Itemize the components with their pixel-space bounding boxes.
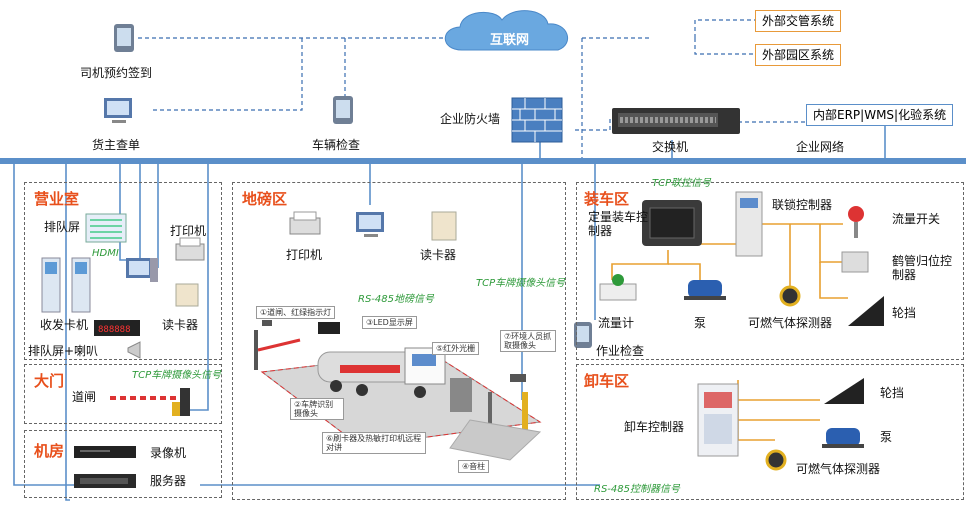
card-machine-shape: [41, 257, 91, 313]
unload-rs485-label: RS-485控制器信号: [594, 484, 680, 495]
weighbridge-card-reader-label: 读卡器: [420, 248, 457, 262]
unload-pump-label: 泵: [880, 430, 893, 444]
flowmeter-label: 流量计: [598, 316, 635, 330]
vehicle-check-label: 车辆检查: [312, 138, 361, 152]
loading-controller-shape: [642, 200, 702, 246]
crane-controller-shape: [841, 251, 869, 273]
gate-signal-label: TCP车牌摄像头信号: [132, 370, 222, 381]
computer-icons: [104, 98, 384, 282]
queue-speaker-label: 排队屏+喇叭: [28, 344, 99, 358]
business-card-reader-label: 读卡器: [162, 318, 199, 332]
internet-cloud-shape: [444, 10, 569, 51]
server-label: 服务器: [150, 474, 187, 488]
queue-screen-label: 排队屏: [44, 220, 81, 234]
internet-cloud-label: 互联网: [490, 33, 530, 48]
work-check-label: 作业检查: [596, 344, 645, 358]
firewall-shape: [511, 97, 563, 143]
unloading-area: [576, 364, 964, 500]
unloading-title: 卸车区: [584, 372, 630, 390]
card-machine-label: 收发卡机: [40, 318, 89, 332]
business-printer-label: 打印机: [170, 224, 207, 238]
recorder-shape: [74, 446, 136, 458]
card-reader-shapes: [175, 211, 457, 307]
wheel-chock-shape: [824, 296, 884, 404]
server-shape: [74, 474, 136, 488]
interlock-label: 联锁控制器: [772, 198, 833, 212]
flow-switch-shape: [848, 206, 864, 238]
unload-gas-label: 可燃气体探测器: [796, 462, 881, 476]
recorder-label: 录像机: [150, 446, 187, 460]
weighbridge-tcp-label: TCP车牌摄像头信号: [476, 278, 566, 289]
flowmeter-shape: [599, 274, 637, 301]
loading-controller-label: 定量装车控制器: [588, 210, 649, 238]
business-room-title: 营业室: [34, 190, 80, 208]
callout-4: ④音柱: [458, 460, 490, 473]
driver-checkin-label: 司机预约签到: [80, 66, 153, 80]
erp-system: 内部ERP|WMS|化验系统: [806, 104, 954, 126]
weighbridge-title: 地磅区: [242, 190, 288, 208]
callout-7: ⑦环境人员抓取摄像头: [500, 330, 556, 352]
callout-2: ②车牌识别摄像头: [290, 398, 344, 420]
svg-text:888888: 888888: [98, 325, 131, 335]
queue-screen-shape: [85, 213, 127, 243]
gate-barrier-shape: [110, 388, 190, 416]
business-room-area: [24, 182, 222, 360]
weighbridge-printer-label: 打印机: [286, 248, 323, 262]
external-park-system: 外部园区系统: [755, 44, 842, 66]
gas-detector-shape: [765, 285, 801, 471]
printer-shapes: [175, 211, 321, 261]
owner-query-label: 货主查单: [92, 138, 141, 152]
callout-6: ⑥刷卡器及热敏打印机远程对讲: [322, 432, 426, 454]
crane-controller-label: 鹤管归位控制器: [892, 254, 953, 282]
callout-5: ⑤红外光栅: [432, 342, 480, 355]
unload-controller-shape: [697, 383, 739, 457]
machine-room-title: 机房: [34, 442, 65, 460]
callout-3: ③LED显示屏: [362, 316, 417, 329]
loading-pump-label: 泵: [694, 316, 707, 330]
machine-room-area: [24, 430, 222, 498]
loading-gas-label: 可燃气体探测器: [748, 316, 833, 330]
led-screen-shape: 888888: [94, 320, 141, 359]
switch-shape: [612, 108, 740, 134]
unload-controller-label: 卸车控制器: [624, 420, 685, 434]
loading-wheel-label: 轮挡: [892, 306, 917, 320]
loading-signal-label: TCP联控信号: [652, 178, 712, 189]
enterprise-network-bus: [0, 158, 966, 164]
firewall-label: 企业防火墙: [440, 112, 501, 126]
gate-area: [24, 364, 222, 424]
weighbridge-scene: [254, 320, 542, 461]
gate-title: 大门: [34, 372, 65, 390]
callout-1: ①道闸、红绿指示灯: [256, 306, 336, 319]
phone-icons: [114, 24, 592, 348]
pump-shape: [684, 280, 864, 448]
enterprise-network-label: 企业网络: [796, 140, 845, 154]
switch-label: 交换机: [652, 140, 689, 154]
external-traffic-system: 外部交管系统: [755, 10, 842, 32]
weighbridge-rs485-label: RS-485地磅信号: [358, 294, 434, 305]
unload-wheel-label: 轮挡: [880, 386, 905, 400]
loading-area: [576, 182, 964, 360]
interlock-cabinet-shape: [735, 191, 763, 257]
barrier-label: 道闸: [72, 390, 97, 404]
loading-title: 装车区: [584, 190, 630, 208]
flow-switch-label: 流量开关: [892, 212, 941, 226]
weighbridge-area: [232, 182, 566, 500]
hdmi-label: HDMI: [92, 248, 119, 259]
